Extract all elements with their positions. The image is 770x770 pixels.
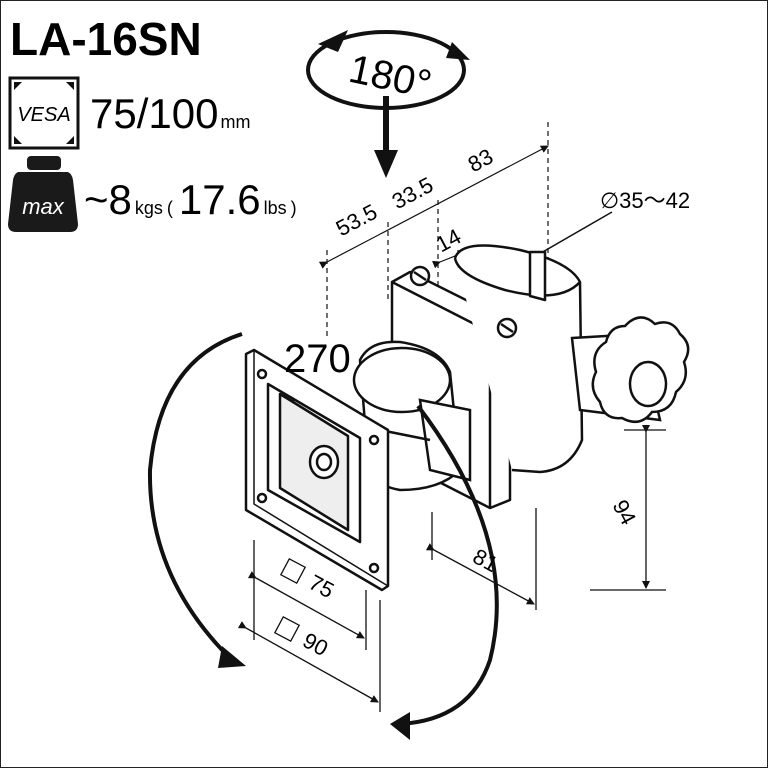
swivel-arrow-left bbox=[318, 30, 348, 52]
weight-approx: ~ bbox=[84, 176, 109, 223]
weight-lb-value: 17.6 bbox=[179, 176, 261, 223]
vesa-unit: mm bbox=[220, 112, 250, 132]
tilt-angle-label: 270 bbox=[284, 337, 351, 381]
height-dimension bbox=[590, 425, 666, 591]
dim-vesa-90: 90 bbox=[299, 628, 332, 662]
vesa-value: 75/100 bbox=[90, 90, 218, 137]
depth-dimension bbox=[425, 508, 537, 610]
swivel-down-arrow-head bbox=[374, 150, 398, 178]
model-title: LA-16SN bbox=[10, 13, 202, 65]
vesa-dimensions bbox=[237, 540, 381, 712]
dim-height-94: 94 bbox=[608, 496, 642, 529]
swivel-indicator: 180° bbox=[306, 30, 470, 178]
tilt-arrow-bottom-right bbox=[390, 712, 410, 740]
vesa-plate bbox=[244, 348, 390, 592]
weight-icon: max bbox=[8, 156, 78, 232]
tilt-arrow-bottom-left bbox=[218, 646, 246, 668]
clamp-knob bbox=[570, 316, 690, 424]
tilt-indicator: 270 bbox=[147, 332, 499, 740]
tilt-arc-left bbox=[147, 332, 243, 666]
dim-vesa-75: 75 bbox=[305, 570, 338, 604]
vesa-icon: VESA bbox=[8, 76, 80, 150]
swivel-angle-label: 180° bbox=[345, 47, 435, 107]
tilt-arc-right bbox=[399, 404, 499, 726]
pole-diameter-label: ∅35～42 bbox=[600, 188, 690, 213]
weight-open-paren: ( bbox=[167, 198, 173, 218]
weight-close-paren: ) bbox=[291, 198, 297, 218]
swivel-arrow-right bbox=[446, 42, 470, 60]
dim-83: 83 bbox=[464, 144, 497, 178]
weight-lb-unit: lbs bbox=[264, 198, 287, 218]
vesa-badge-label: VESA bbox=[17, 104, 70, 126]
dim-53-5: 53.5 bbox=[332, 199, 382, 241]
weight-badge-label: max bbox=[22, 194, 65, 219]
weight-kg-unit: kgs bbox=[135, 198, 163, 218]
weight-kg-value: 8 bbox=[109, 176, 132, 223]
